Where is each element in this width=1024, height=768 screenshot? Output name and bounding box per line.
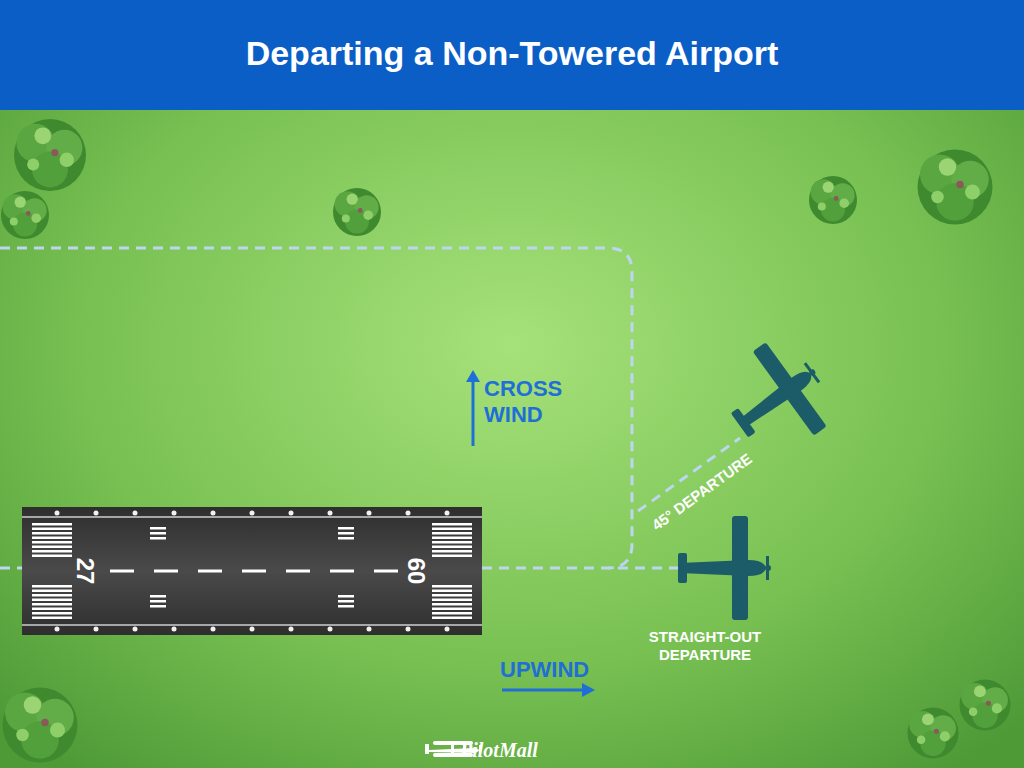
wind-arrows [466, 370, 595, 697]
departure-label: 45° DEPARTURE [636, 441, 768, 544]
runway-number: 09 [403, 558, 431, 585]
departure-label: STRAIGHT-OUT DEPARTURE [630, 628, 780, 664]
wind-label: CROSS WIND [484, 376, 584, 429]
runway: 27 09 [22, 507, 482, 635]
wind-label: UPWIND [500, 657, 620, 683]
runway-number: 27 [71, 558, 99, 585]
airplane [678, 516, 771, 620]
airplane [709, 329, 845, 468]
page-title: Departing a Non-Towered Airport [0, 33, 1024, 74]
logo-text: PilotMall [460, 738, 600, 762]
